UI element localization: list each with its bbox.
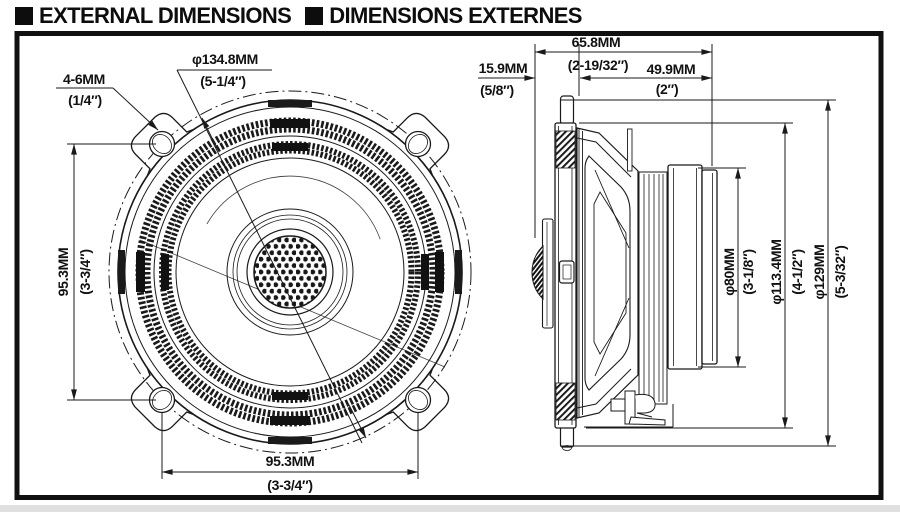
side-view-drawing: [531, 95, 718, 451]
tweeter-hub: [226, 208, 354, 336]
dim-hole-span-horizontal: 95.3MM (3-3/4″): [161, 412, 419, 493]
terminal-lugs: [610, 390, 666, 426]
label-overall-dia-mm: φ129MM: [811, 245, 827, 300]
label-protrusion-in: (5/8″): [480, 82, 514, 98]
label-hole-span-v-mm: 95.3MM: [55, 248, 71, 297]
rim-tabs: [118, 100, 462, 444]
label-mounting-depth-mm: 49.9MM: [647, 61, 696, 77]
label-bolt-circle-in: (5-1/4″): [200, 73, 246, 89]
flange-clip: [558, 260, 575, 284]
label-protrusion-mm: 15.9MM: [479, 60, 528, 76]
label-frame-dia-in: (4-1/2″): [789, 249, 805, 295]
dim-bolt-circle: φ134.8MM (5-1/4″): [176, 51, 367, 444]
label-screw-in: (1/4″): [68, 92, 102, 108]
dim-total-depth: 65.8MM (2-19/32″): [534, 34, 713, 73]
label-total-depth-in: (2-19/32″): [568, 57, 629, 73]
label-overall-dia-in: (5-3/32″): [832, 245, 848, 298]
label-screw-mm: 4-6MM: [63, 71, 105, 87]
surround-tabs: [136, 119, 444, 425]
label-magnet-dia-in: (3-1/8″): [740, 249, 756, 295]
label-frame-dia-mm: φ113.4MM: [768, 239, 784, 304]
front-trim-plate: [541, 218, 554, 329]
dim-magnet-diameter: φ80MM (3-1/8″): [698, 167, 756, 368]
screw-holes: [148, 130, 432, 414]
bolt-circle: [108, 90, 472, 454]
title-bullet-icon-french: [305, 7, 324, 25]
dim-hole-span-vertical: 95.3MM (3-3/4″): [55, 143, 156, 401]
magnet-assembly: [667, 164, 718, 370]
dim-screw-size: 4-6MM (1/4″): [56, 71, 159, 131]
title-french: DIMENSIONS EXTERNES: [329, 3, 582, 28]
title-bullet-icon-english: [15, 7, 33, 25]
label-total-depth-mm: 65.8MM: [572, 34, 621, 50]
dim-overall-diameter: φ129MM (5-3/32″): [561, 99, 848, 447]
title-bar: EXTERNAL DIMENSIONS DIMENSIONS EXTERNES: [15, 3, 582, 29]
label-hole-span-h-in: (3-3/4″): [267, 477, 313, 493]
label-hole-span-v-in: (3-3/4″): [77, 249, 93, 295]
label-bolt-circle-mm: φ134.8MM: [192, 51, 258, 67]
basket-profile: [576, 127, 674, 428]
label-mounting-depth-in: (2″): [656, 81, 679, 97]
dim-protrusion-and-mounting-depth: 15.9MM (5/8″) 49.9MM (2″): [478, 60, 713, 98]
cone-edge-tabs: [161, 143, 429, 400]
title-english: EXTERNAL DIMENSIONS: [39, 3, 292, 28]
dim-frame-diameter: φ113.4MM (4-1/2″): [579, 122, 805, 429]
mounting-flange: [554, 122, 577, 429]
tweeter-mesh: [253, 235, 327, 309]
gasket-top: [555, 130, 576, 169]
spider-rings: [638, 171, 668, 405]
gasket-bottom: [555, 382, 576, 421]
tweeter-dome-profile: [531, 244, 544, 301]
page-bottom-strip: [0, 505, 900, 512]
front-view-drawing: [108, 90, 472, 454]
label-magnet-dia-mm: φ80MM: [721, 248, 737, 295]
label-hole-span-h-mm: 95.3MM: [266, 453, 315, 469]
cone-highlight-arc: [206, 175, 381, 240]
dimension-annotations: 95.3MM (3-3/4″) 95.3MM (3-3/4″) 4-6MM (1…: [55, 34, 848, 493]
